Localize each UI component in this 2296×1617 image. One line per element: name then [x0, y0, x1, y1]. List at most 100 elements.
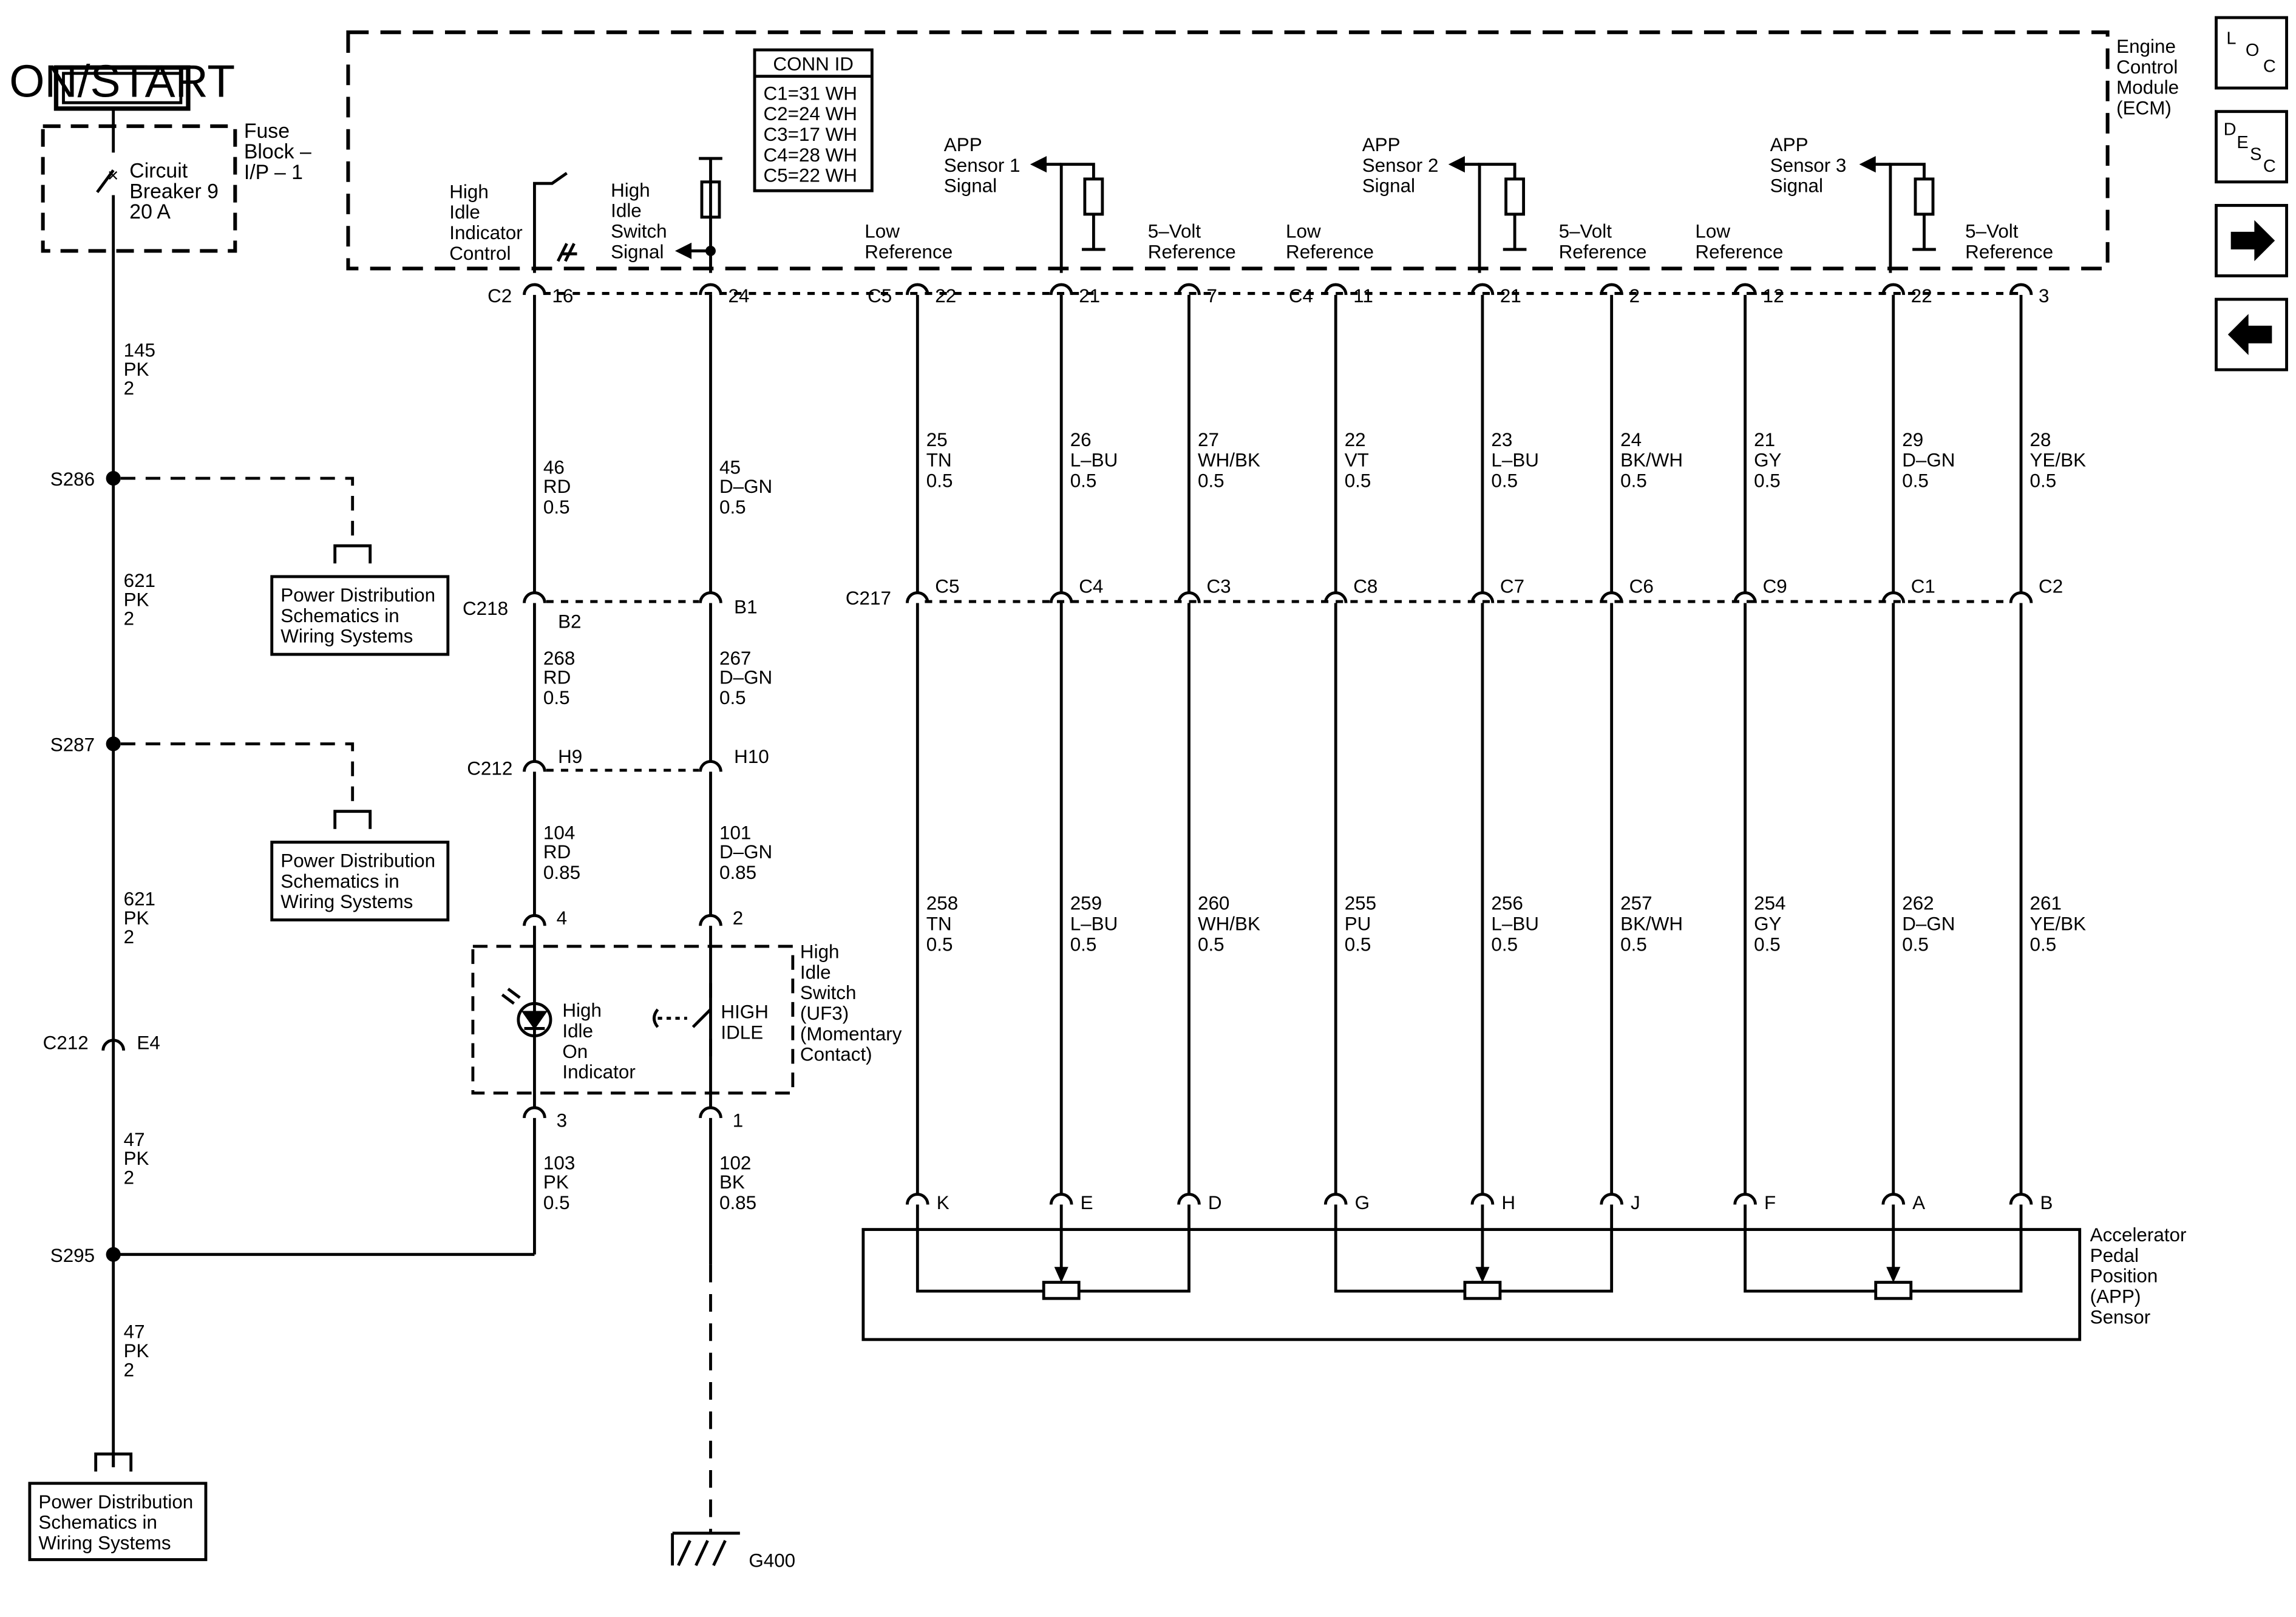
svg-text:On: On [562, 1041, 588, 1062]
next-page-button[interactable] [2215, 203, 2288, 277]
svg-text:Power Distribution: Power Distribution [38, 1491, 193, 1513]
svg-text:Indicator: Indicator [562, 1062, 635, 1083]
power-distribution-box-1[interactable] [270, 575, 450, 656]
svg-text:PU: PU [1345, 913, 1371, 934]
ecm-pin-5: 11 [1353, 285, 1373, 307]
breaker-label-2: Breaker 9 [129, 180, 219, 203]
c217-label: C217 [846, 588, 891, 609]
svg-text:256: 256 [1491, 893, 1523, 914]
connector-terminal [905, 283, 929, 296]
c218-label: C218 [463, 598, 508, 619]
svg-text:254: 254 [1754, 893, 1785, 914]
svg-text:260: 260 [1198, 893, 1229, 914]
ecm-pin-4: 7 [1206, 285, 1217, 307]
svg-text:0.5: 0.5 [1198, 934, 1224, 955]
svg-text:E: E [2237, 133, 2248, 152]
sensor-pin-D: D [1208, 1192, 1222, 1213]
svg-text:3: 3 [557, 1110, 567, 1131]
fuse-block-box [41, 124, 237, 253]
ecm-name-3: Module [2116, 77, 2179, 98]
splice-s287 [106, 736, 121, 751]
svg-text:C: C [2263, 157, 2276, 176]
svg-text:PK: PK [543, 1171, 569, 1193]
svg-text:(UF3): (UF3) [800, 1003, 849, 1024]
ecm-internal-symbols [533, 156, 1936, 273]
sensor-pin-G: G [1355, 1192, 1370, 1213]
svg-text:Accelerator: Accelerator [2090, 1224, 2187, 1246]
connector-terminal [1049, 1193, 1073, 1205]
svg-text:APP: APP [1770, 134, 1809, 155]
svg-text:PK: PK [124, 1148, 149, 1169]
svg-text:Signal: Signal [1362, 175, 1415, 197]
connector-terminal [699, 591, 722, 603]
conn-id-table: CONN ID C1=31 WH C2=24 WH C3=17 WH C4=28… [753, 48, 874, 192]
svg-text:46: 46 [543, 457, 565, 478]
svg-text:Low: Low [864, 221, 900, 242]
svg-text:Reference: Reference [1559, 241, 1647, 262]
svg-text:101: 101 [719, 822, 751, 844]
svg-text:PK: PK [124, 1340, 149, 1361]
connector-terminal [1881, 591, 1906, 603]
connector-terminal [1733, 591, 1757, 603]
potentiometer-icon [1463, 1281, 1502, 1300]
svg-text:D–GN: D–GN [1902, 913, 1955, 934]
svg-text:(APP): (APP) [2090, 1286, 2141, 1307]
previous-page-button[interactable] [2215, 297, 2288, 371]
svg-text:267: 267 [719, 648, 751, 669]
svg-text:255: 255 [1345, 893, 1376, 914]
svg-text:0.5: 0.5 [543, 687, 570, 708]
svg-text:High: High [562, 1000, 602, 1021]
svg-text:C3=17 WH: C3=17 WH [764, 124, 857, 145]
loc-button[interactable]: L O C [2215, 16, 2288, 90]
connector-terminal [1049, 283, 1073, 296]
svg-text:0.5: 0.5 [2030, 934, 2057, 955]
connector-terminal [699, 760, 722, 772]
svg-text:Signal: Signal [1770, 175, 1823, 197]
ecm-name-2: Control [2116, 56, 2178, 78]
svg-text:WH/BK: WH/BK [1198, 450, 1260, 471]
ecm-name-4: (ECM) [2116, 98, 2172, 119]
power-distribution-box-3[interactable] [28, 1482, 208, 1561]
c212-pin-1: H10 [734, 746, 769, 767]
ecm-pin-3: 21 [1079, 285, 1100, 307]
c212-left-label: C212 [43, 1032, 89, 1053]
svg-text:0.5: 0.5 [1902, 470, 1929, 492]
potentiometer-icon [1042, 1281, 1081, 1300]
c217-pin-6: C9 [1763, 576, 1787, 597]
svg-text:Pedal: Pedal [2090, 1245, 2139, 1266]
svg-text:47: 47 [124, 1129, 145, 1150]
svg-text:TN: TN [926, 450, 952, 471]
connector-c5-label: C5 [868, 285, 892, 307]
svg-text:D–GN: D–GN [1902, 450, 1955, 471]
svg-text:S: S [2250, 144, 2261, 164]
svg-text:0.5: 0.5 [1754, 470, 1781, 492]
fuse-block-label-3: I/P – 1 [244, 161, 303, 184]
svg-text:Reference: Reference [1148, 241, 1236, 262]
svg-text:Control: Control [449, 243, 511, 264]
splice-s295-label: S295 [50, 1245, 95, 1266]
svg-text:Schematics in: Schematics in [280, 870, 399, 892]
svg-text:Sensor 2: Sensor 2 [1362, 155, 1439, 176]
power-distribution-box-2[interactable] [270, 841, 450, 921]
sensor-pin-K: K [937, 1192, 949, 1213]
svg-text:621: 621 [124, 570, 155, 591]
arrow-left-icon [2227, 314, 2272, 355]
svg-text:2: 2 [733, 907, 743, 929]
svg-text:L: L [2226, 29, 2236, 49]
svg-text:Sensor: Sensor [2090, 1306, 2151, 1327]
svg-text:Reference: Reference [864, 241, 953, 262]
c212-label: C212 [467, 758, 512, 779]
left-wire-labels: 145 PK 2 621 PK 2 621 PK 2 47 PK 2 47 PK… [124, 339, 155, 1380]
svg-text:C4=28 WH: C4=28 WH [764, 144, 857, 166]
svg-text:High: High [611, 180, 650, 201]
connector-terminal [1323, 591, 1348, 603]
svg-text:L–BU: L–BU [1491, 913, 1539, 934]
svg-text:29: 29 [1902, 429, 1923, 450]
svg-text:Reference: Reference [1286, 241, 1374, 262]
svg-text:CONN ID: CONN ID [773, 53, 854, 75]
svg-text:262: 262 [1902, 893, 1934, 914]
c217-pin-8: C2 [2039, 576, 2063, 597]
ground-label: G400 [749, 1550, 795, 1571]
desc-button[interactable]: D E S C [2215, 110, 2288, 184]
